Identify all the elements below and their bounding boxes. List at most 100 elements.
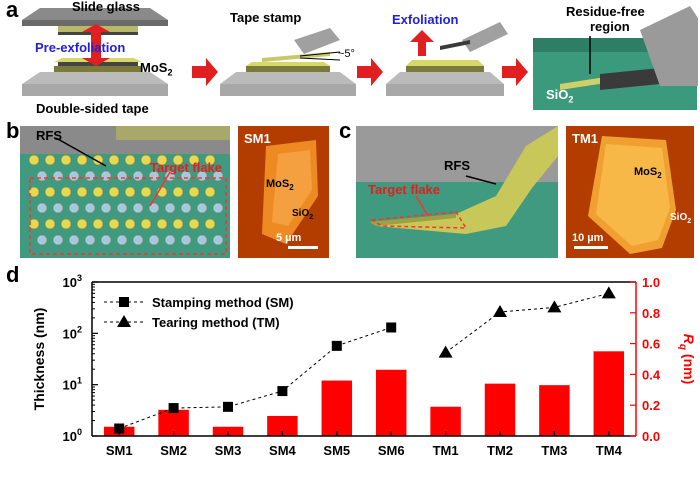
lattice-atom xyxy=(116,234,128,246)
lattice-atom xyxy=(100,170,112,182)
exfoliation-label: Exfoliation xyxy=(392,12,459,27)
lattice-atom xyxy=(212,202,224,214)
lattice-atom xyxy=(100,202,112,214)
legend-label: Tearing method (TM) xyxy=(152,315,280,330)
lattice-atom xyxy=(68,170,80,182)
afm-tm1-label: TM1 xyxy=(572,131,598,146)
lattice-atom xyxy=(180,170,192,182)
tm-marker xyxy=(493,305,507,318)
residue-free-label-2: region xyxy=(590,19,630,34)
lattice-atom xyxy=(36,170,48,182)
afm-tm1-sio2: SiO2 xyxy=(670,212,692,225)
tape-stamp-label: Tape stamp xyxy=(230,10,302,25)
afm-image-sm1 xyxy=(238,126,329,258)
lattice-atom xyxy=(44,186,56,198)
lattice-atom xyxy=(124,154,136,166)
sm-marker xyxy=(168,403,179,414)
sm-marker xyxy=(223,401,233,412)
legend-marker xyxy=(117,315,131,327)
sm-marker xyxy=(277,386,288,397)
lattice-atom xyxy=(180,234,192,246)
right-tick-label: 0.4 xyxy=(642,367,661,382)
lattice-atom xyxy=(60,154,72,166)
right-tick-label: 0.6 xyxy=(642,337,660,352)
lattice-atom xyxy=(108,218,120,230)
lattice-atom xyxy=(156,218,168,230)
panel-a-letter: a xyxy=(6,0,19,22)
panel-d-letter: d xyxy=(6,262,20,287)
step2-stamp xyxy=(262,28,341,62)
lattice-atom xyxy=(28,186,40,198)
lattice-atom xyxy=(44,154,56,166)
afm-image-tm1 xyxy=(566,126,694,258)
lattice-atom xyxy=(196,234,208,246)
x-tick-label: TM4 xyxy=(596,443,623,458)
lattice-atom xyxy=(28,154,40,166)
series-line xyxy=(119,327,392,429)
series-line xyxy=(445,292,609,354)
lattice-atom xyxy=(140,186,152,198)
x-tick-label: TM3 xyxy=(541,443,567,458)
angle-label: ~5° xyxy=(338,48,355,60)
roughness-bar xyxy=(267,415,298,436)
pre-exfoliation-label: Pre-exfoliation xyxy=(35,40,126,55)
mos2-label: MoS2 xyxy=(140,60,173,78)
lattice-atom xyxy=(84,234,96,246)
x-tick-label: SM5 xyxy=(323,443,350,458)
lattice-atom xyxy=(92,218,104,230)
lattice-atom xyxy=(196,202,208,214)
panel-c-rfs-label: RFS xyxy=(444,158,470,173)
sio2-label: SiO2 xyxy=(546,87,574,105)
lattice-atom xyxy=(204,154,216,166)
lattice-atom xyxy=(172,154,184,166)
step4-substrate xyxy=(533,6,698,110)
lattice-atom xyxy=(60,218,72,230)
afm-sm1-sio2: SiO2 xyxy=(292,208,314,221)
left-tick-label: 100 xyxy=(63,427,82,444)
lattice-atom xyxy=(132,234,144,246)
step3-substrate xyxy=(386,22,508,96)
step3-red-arrow xyxy=(410,30,434,56)
left-tick-label: 103 xyxy=(63,273,82,290)
sm-marker xyxy=(386,322,397,333)
lattice-atom xyxy=(76,154,88,166)
lattice-atom xyxy=(124,218,136,230)
lattice-atom xyxy=(212,234,224,246)
lattice-atom xyxy=(124,186,136,198)
left-tick-label: 101 xyxy=(63,376,82,393)
double-sided-tape-label: Double-sided tape xyxy=(36,101,149,116)
lattice-atom xyxy=(156,154,168,166)
lattice-atom xyxy=(148,202,160,214)
x-tick-label: SM1 xyxy=(106,443,133,458)
lattice-atom xyxy=(188,186,200,198)
roughness-bar xyxy=(375,369,407,436)
tm-marker xyxy=(547,300,562,313)
lattice-atom xyxy=(108,186,120,198)
lattice-atom xyxy=(76,218,88,230)
roughness-bar xyxy=(484,383,516,436)
right-tick-label: 0.0 xyxy=(642,429,660,444)
sm-marker xyxy=(114,423,125,434)
lattice-atom xyxy=(172,218,184,230)
lattice-atom xyxy=(84,202,96,214)
lattice-atom xyxy=(140,154,152,166)
panel-c-illustration xyxy=(356,126,558,258)
panel-a-illustrations xyxy=(22,6,698,110)
lattice-atom xyxy=(148,234,160,246)
lattice-atom xyxy=(36,234,48,246)
right-tick-label: 1.0 xyxy=(642,275,660,290)
lattice-atom xyxy=(52,202,64,214)
panel-b-illustration xyxy=(20,126,230,258)
x-tick-label: SM6 xyxy=(378,443,405,458)
lattice-atom xyxy=(68,234,80,246)
legend-label: Stamping method (SM) xyxy=(152,295,294,310)
lattice-atom xyxy=(116,170,128,182)
roughness-bar xyxy=(321,380,353,436)
lattice-atom xyxy=(36,202,48,214)
lattice-atom xyxy=(132,170,144,182)
lattice-atom xyxy=(116,202,128,214)
x-tick-label: SM3 xyxy=(215,443,242,458)
afm-sm1-mos2: MoS2 xyxy=(266,178,294,193)
x-tick-label: SM2 xyxy=(160,443,187,458)
